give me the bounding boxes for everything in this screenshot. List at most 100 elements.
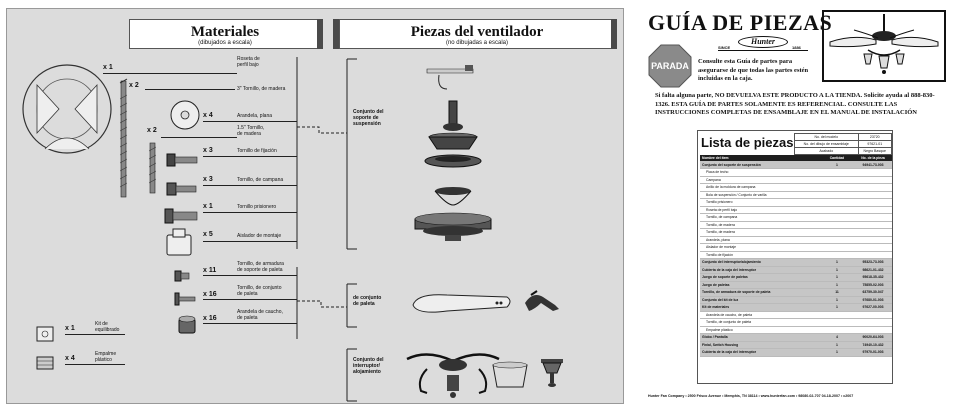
item-name-cell: Conjunto del soporte de suspensión: [700, 161, 820, 169]
quantity-cell: 4: [820, 333, 854, 342]
item-name-cell: Kit de materiales: [700, 303, 820, 312]
qty-captive-screw: x 1: [203, 203, 213, 210]
quantity-cell: 1: [820, 273, 854, 282]
part-number-cell: [854, 191, 892, 199]
part-number-cell: [854, 236, 892, 244]
canopy-screw-drawing: [166, 182, 197, 196]
group-label-blade: de conjunto de paleta: [353, 295, 382, 307]
blade-iron-drawing: [525, 290, 559, 311]
quantity-cell: [820, 221, 854, 229]
part-number-cell: [854, 243, 892, 252]
long-wood-screw-drawing: [119, 78, 128, 198]
set-screw-drawing: [166, 153, 198, 167]
part-number-cell: 95323-73-003: [854, 258, 892, 267]
qty-washer: x 4: [203, 112, 213, 119]
quantity-cell: [820, 236, 854, 244]
table-row: Empalme plástico: [700, 326, 892, 334]
column-header-qty: Cantidad: [820, 155, 854, 161]
motor-housing-drawing: [414, 187, 492, 241]
item-name-cell: Placa de techo: [700, 168, 820, 177]
label-wire-connector: Empalme plástico: [95, 351, 117, 363]
table-row: Anillo de la moldura de campana: [700, 183, 892, 192]
part-number-cell: 75855-02-003: [854, 281, 892, 289]
svg-text:PARADA: PARADA: [651, 61, 689, 71]
quantity-cell: 1: [820, 281, 854, 289]
table-row: Roseta de perfil bajo: [700, 206, 892, 214]
qty-bracket-screw: x 11: [203, 267, 217, 274]
materials-subtitle: (dibujados a escala): [198, 40, 252, 46]
hunter-logo: Hunter SINCE 1886: [718, 36, 808, 51]
part-number-cell: 98621-01-432: [854, 266, 892, 274]
materials-title: Materiales: [190, 24, 260, 40]
quantity-cell: [820, 243, 854, 252]
quantity-cell: 1: [820, 303, 854, 312]
fan-parts-title: Piezas del ventilador: [410, 24, 544, 40]
part-number-cell: 97627-00-003: [854, 303, 892, 312]
label-short-screw: 1.5" Tornillo, de madera: [237, 125, 265, 137]
glass-shade-drawing: [492, 361, 528, 388]
canopy-ring-drawing: [22, 64, 112, 154]
item-name-cell: Juego de paletas: [700, 281, 820, 289]
table-row: Tornillo, de conjunto de paleta: [700, 318, 892, 327]
parts-list-title: Lista de piezas: [701, 135, 794, 150]
balance-kit-drawing: [36, 326, 54, 342]
item-name-cell: Tornillo de fijación: [700, 251, 820, 259]
parts-table: Nombre del ítem Cantidad No. de la pieza…: [700, 155, 892, 357]
quantity-cell: [820, 213, 854, 222]
canopy-trim-drawing: [424, 154, 482, 168]
downrod-drawing: [443, 100, 463, 131]
part-number-cell: 97970-01-003: [854, 348, 892, 357]
item-name-cell: Arandela de caucho, de paleta: [700, 311, 820, 319]
item-name-cell: Roseta de perfil bajo: [700, 206, 820, 214]
part-number-cell: 74940-10-432: [854, 341, 892, 349]
part-number-cell: [854, 311, 892, 319]
group-label-hanger: Conjunto del soporte de suspensión: [353, 109, 384, 127]
part-number-cell: [854, 318, 892, 327]
blade-bracket-screw-drawing: [174, 270, 190, 282]
item-name-cell: Bola de suspensión / Conjunto de varilla: [700, 191, 820, 199]
qty-blade-screw: x 16: [203, 291, 217, 298]
item-name-cell: Juego de soporte de paletas: [700, 273, 820, 282]
switch-cup-drawing: [541, 359, 563, 387]
qty-wire-connector: x 4: [65, 355, 75, 362]
item-name-cell: Conjunto del interruptor/alojamiento: [700, 258, 820, 267]
ceiling-plate-drawing: [426, 65, 474, 90]
qty-balance-kit: x 1: [65, 325, 75, 332]
item-name-cell: Aislador de montaje: [700, 243, 820, 252]
ceiling-fan-icon: [829, 14, 939, 74]
part-number-cell: [854, 206, 892, 214]
table-row: Arandela de caucho, de paleta: [700, 311, 892, 319]
quantity-cell: 1: [820, 348, 854, 357]
label-set-screw: Tornillo de fijación: [237, 148, 277, 154]
switch-housing-drawing: [406, 353, 500, 398]
quantity-cell: 1: [820, 341, 854, 349]
part-number-cell: [854, 198, 892, 207]
footer-text: Hunter Fan Company • 2500 Frisco Avenue …: [648, 394, 854, 398]
label-bracket-screw: Tornillo, de armadura de soporte de pale…: [237, 261, 284, 273]
quantity-cell: 1: [820, 296, 854, 304]
part-number-cell: 97680-01-003: [854, 296, 892, 304]
mounting-isolator-drawing: [166, 228, 192, 256]
quantity-cell: [820, 206, 854, 214]
qty-long-screw: x 2: [129, 82, 139, 89]
wire-connector-drawing: [36, 356, 54, 370]
short-wood-screw-drawing: [148, 142, 157, 194]
label-rubber-washer: Arandela de caucho, de paleta: [237, 309, 283, 321]
quantity-cell: [820, 168, 854, 177]
item-name-cell: Cubierta de la caja del interruptor: [700, 266, 820, 274]
warning-text: Si falta alguna parte, NO DEVUELVA ESTE …: [655, 92, 935, 116]
item-name-cell: Tornillo, de campana: [700, 213, 820, 222]
column-header-part: No. de la pieza: [854, 155, 892, 161]
part-number-cell: 90020-64-003: [854, 333, 892, 342]
quantity-cell: [820, 326, 854, 334]
part-number-cell: [854, 326, 892, 334]
item-name-cell: Tornillo, de armadura de soporte de pale…: [700, 288, 820, 297]
label-long-screw: 3" Tornillo, de madera: [237, 86, 286, 92]
consult-text: Consulte esta Guía de partes para asegur…: [698, 58, 809, 82]
table-row: Tornillo, de madera: [700, 228, 892, 237]
